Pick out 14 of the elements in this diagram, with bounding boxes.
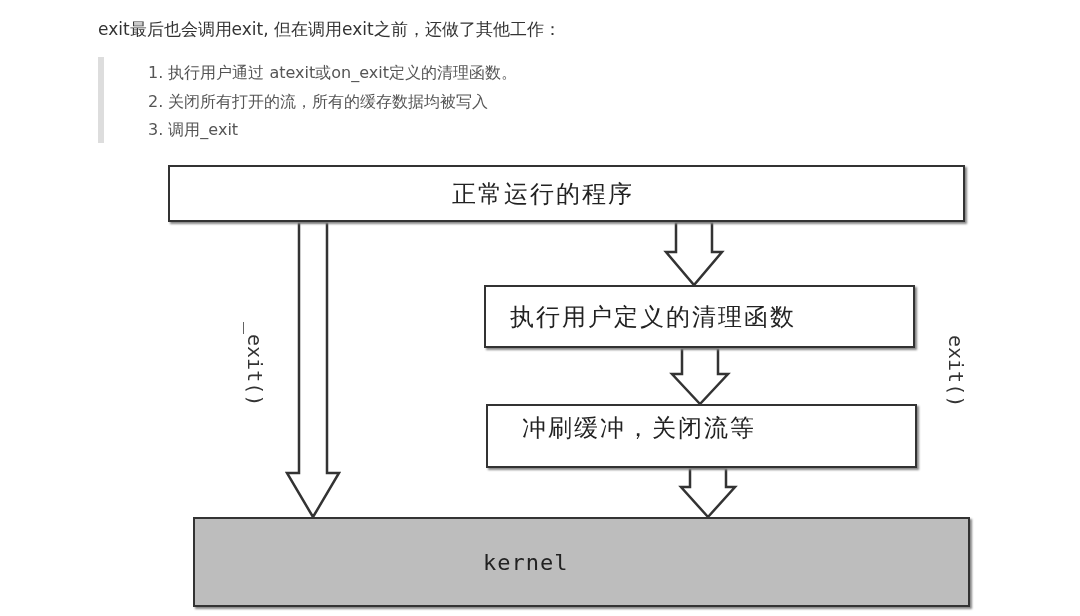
intro-text: exit最后也会调用exit, 但在调用exit之前，还做了其他工作： [98,18,561,41]
process-box: 执行用户定义的清理函数 [484,285,915,348]
block-arrow [678,466,738,519]
list-item: 2. 关闭所有打开的流，所有的缓存数据均被写入 [148,92,489,113]
kernel-box: kernel [193,517,970,607]
list-item: 3. 调用_exit [148,120,239,141]
edge-label: _exit() [243,322,267,407]
process-box: 正常运行的程序 [168,165,965,222]
process-box: 冲刷缓冲，关闭流等 [486,404,917,468]
block-arrow [284,220,342,520]
side-label: exit() [944,335,968,408]
list-item: 1. 执行用户通过 atexit或on_exit定义的清理函数。 [148,63,517,84]
block-arrow [663,220,725,287]
block-arrow [669,346,731,406]
